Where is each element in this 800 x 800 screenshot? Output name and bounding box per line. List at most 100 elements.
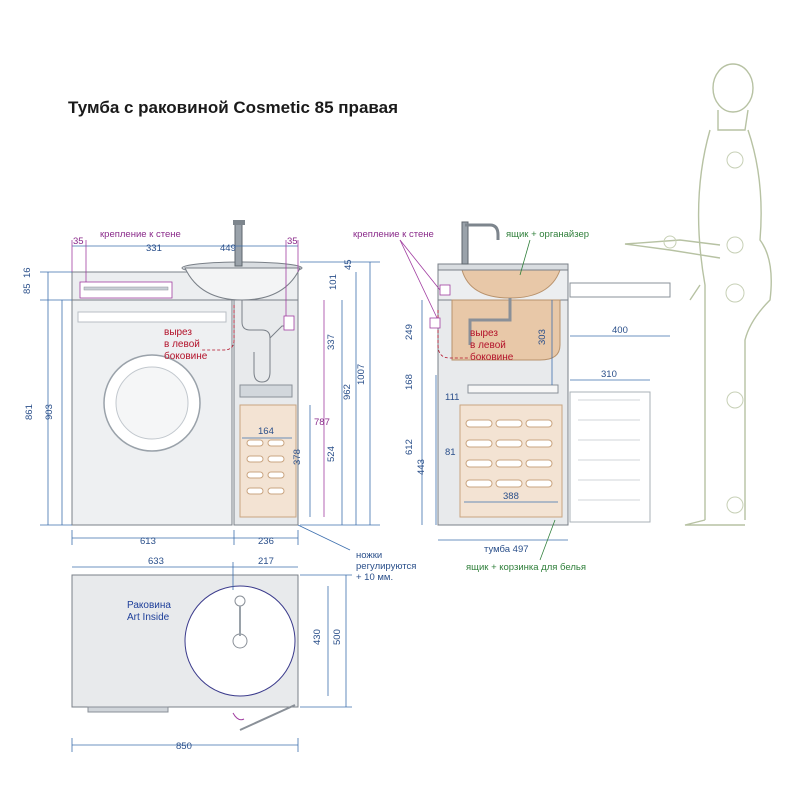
basket-slot: [267, 471, 285, 479]
basket-slot: [246, 471, 264, 479]
front-dim-45: 45: [343, 259, 354, 270]
basket-slot: [267, 439, 285, 447]
top-view: Раковина Art Inside 633 217 430 500 850: [71, 556, 352, 752]
top-sink-drain: [232, 633, 248, 649]
front-cutout-outline: [200, 305, 235, 351]
side-dim-310: 310: [601, 369, 617, 380]
front-dim-787: 787: [314, 417, 330, 428]
front-wall-mount-label: крепление к стене: [100, 229, 181, 240]
basket-slot: [267, 487, 285, 495]
front-view: вырез в левой боковине крепление к стене…: [22, 220, 416, 583]
sink-label-2: Art Inside: [127, 612, 170, 623]
drawer-organizer-label: ящик + органайзер: [506, 229, 589, 240]
basket-slot: [267, 455, 285, 463]
side-faucet: [461, 221, 469, 265]
front-faucet: [234, 221, 243, 267]
feet-label-3: + 10 мм.: [356, 572, 393, 583]
basket-slot: [495, 419, 523, 428]
front-dim-35-left: 35: [73, 236, 84, 247]
front-dim-337: 337: [326, 334, 337, 350]
top-dim-850: 850: [176, 741, 192, 752]
side-dim-249: 249: [404, 324, 415, 340]
side-view: вырез в левой боковине крепление к стене…: [353, 221, 671, 573]
side-dim-400: 400: [612, 325, 628, 336]
front-dim-85: 85: [22, 283, 33, 294]
basket-slot: [465, 439, 493, 448]
front-dim-524: 524: [326, 446, 337, 462]
front-dim-164: 164: [258, 426, 274, 437]
page-title: Тумба с раковиной Cosmetic 85 правая: [68, 98, 398, 117]
basket-slot: [465, 419, 493, 428]
basket-slot: [246, 487, 264, 495]
basket-slot: [495, 479, 523, 488]
front-dim-613: 613: [140, 536, 156, 547]
side-drawer-bottom: [467, 384, 559, 394]
washing-machine-glass: [115, 366, 189, 440]
basket-slot: [495, 459, 523, 468]
top-dim-500: 500: [332, 629, 343, 645]
front-dim-962: 962: [342, 384, 353, 400]
side-cutout-label-3: боковине: [470, 351, 514, 363]
basket-slot: [246, 455, 264, 463]
feet-label-2: регулируются: [356, 561, 416, 572]
washing-machine-panel: [77, 311, 227, 323]
side-dim-111: 111: [445, 392, 459, 403]
side-dim-443: 443: [416, 459, 427, 475]
door-swing-arrow-icon: [232, 712, 245, 721]
front-dim-16: 16: [22, 267, 33, 278]
front-cutout-label-1: вырез: [164, 327, 192, 338]
side-dim-388: 388: [503, 491, 519, 502]
basket-slot: [465, 479, 493, 488]
front-cutout-label-2: в левой: [164, 339, 200, 350]
front-dim-449: 449: [220, 243, 236, 254]
sink-label-1: Раковина: [127, 600, 171, 611]
front-faucet-head: [233, 220, 245, 225]
front-wall-mount-right: [283, 315, 295, 331]
front-dim-378: 378: [292, 449, 303, 465]
side-drawer-extended-bottom: [569, 391, 651, 523]
side-organizer-drawer: [451, 299, 561, 361]
side-dim-81: 81: [445, 447, 456, 458]
front-drawer-handle: [239, 384, 293, 398]
front-dim-331: 331: [146, 243, 162, 254]
top-dim-430: 430: [312, 629, 323, 645]
basket-slot: [525, 439, 553, 448]
front-towel-rail: [83, 286, 169, 291]
basket-slot: [246, 439, 264, 447]
figure-head: [712, 63, 754, 113]
side-sink-rim: [437, 263, 569, 271]
basket-slot: [525, 419, 553, 428]
feet-label-1: ножки: [356, 550, 382, 561]
side-dim-168: 168: [404, 374, 415, 390]
basket-slot: [525, 479, 553, 488]
side-cutout-label-1: вырез: [470, 328, 498, 339]
drawer-basket-label: ящик + корзинка для белья: [466, 562, 586, 573]
top-towel-rail: [87, 706, 169, 713]
side-wall-mount-label: крепление к стене: [353, 229, 434, 240]
side-wall-mount-upper: [439, 284, 451, 296]
front-dim-861: 861: [24, 404, 35, 420]
side-faucet-spout: [465, 223, 500, 240]
top-dim-217: 217: [258, 556, 274, 567]
side-dim-303: 303: [537, 329, 548, 345]
basket-slot: [465, 459, 493, 468]
side-drawer-extended-top: [569, 282, 671, 298]
side-dim-612: 612: [404, 439, 415, 455]
side-cabinet-label: тумба 497: [484, 544, 529, 555]
front-dim-1007: 1007: [356, 364, 367, 385]
side-cutout-outline: [437, 310, 470, 359]
basket-slot: [495, 439, 523, 448]
front-cutout-label-3: боковине: [164, 350, 208, 362]
human-figure-illustration: [624, 63, 772, 526]
top-door-swing: [239, 704, 296, 731]
front-dim-236: 236: [258, 536, 274, 547]
figure-feet: [684, 519, 745, 526]
figure-arm: [624, 239, 721, 259]
top-faucet-base: [234, 595, 246, 607]
front-dim-35-right: 35: [287, 236, 298, 247]
side-cutout-label-2: в левой: [470, 340, 506, 351]
top-dim-633: 633: [148, 556, 164, 567]
figure-body-back: [744, 129, 772, 520]
side-wall-mount-lower: [429, 317, 441, 329]
